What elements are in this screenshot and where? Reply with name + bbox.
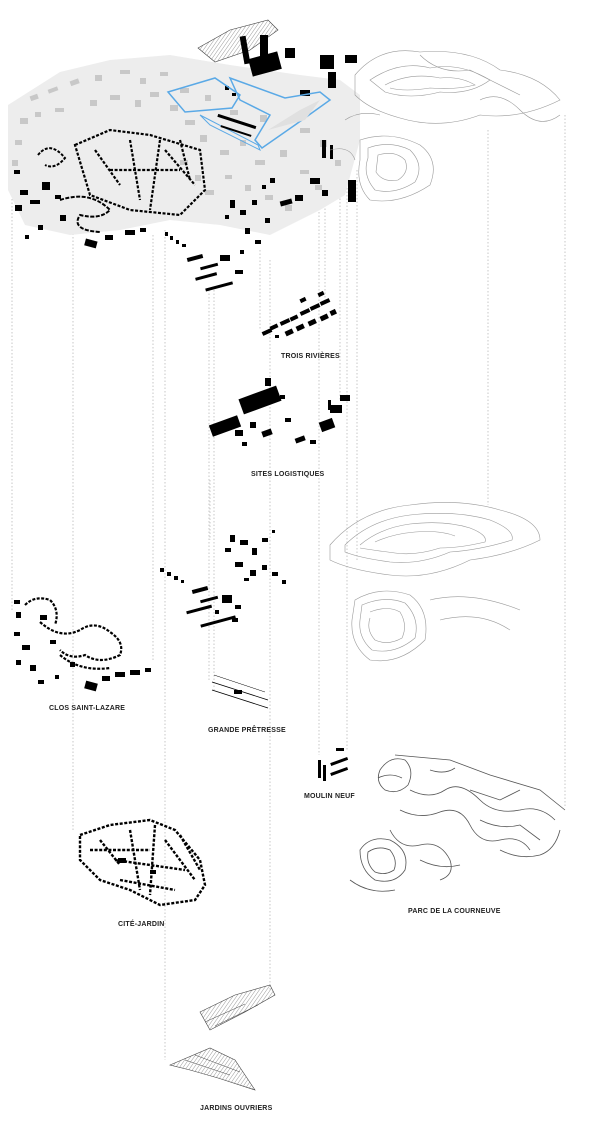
label-jardins-ouvriers: JARDINS OUVRIERS — [200, 1105, 273, 1112]
label-clos-saint-lazare: CLOS SAINT-LAZARE — [49, 705, 126, 712]
layer-grande-pretresse — [160, 530, 286, 628]
label-sites-logistiques: SITES LOGISTIQUES — [251, 471, 325, 478]
label-cite-jardin: CITÉ-JARDIN — [118, 921, 165, 928]
layer-cite-jardin — [78, 818, 207, 907]
label-trois-rivieres: TROIS RIVIÈRES — [281, 353, 340, 360]
layer-sites-logistiques — [208, 378, 350, 446]
park-contours-top — [329, 50, 561, 202]
layer-moulin-neuf — [318, 748, 349, 781]
composite-context-map — [8, 19, 360, 292]
layer-trois-rivieres — [261, 290, 337, 338]
layer-clos-saint-lazare — [14, 597, 151, 692]
label-grande-pretresse: GRANDE PRÊTRESSE — [208, 727, 286, 734]
park-contours-middle — [329, 502, 541, 662]
label-moulin-neuf: MOULIN NEUF — [304, 793, 355, 800]
label-parc-de-la-courneuve: PARC DE LA COURNEUVE — [408, 908, 501, 915]
layer-parc-courneuve — [349, 754, 566, 892]
guide-lines — [11, 115, 566, 1060]
grande-pretresse-lines — [211, 674, 269, 709]
layer-jardins-ouvriers — [169, 984, 276, 1091]
